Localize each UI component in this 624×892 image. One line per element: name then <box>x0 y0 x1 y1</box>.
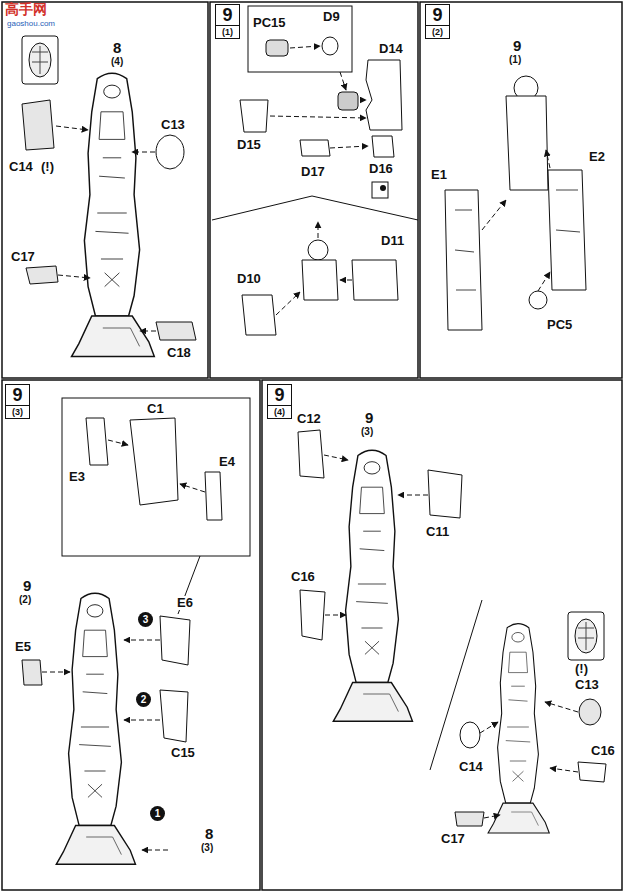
callout-number: (4) <box>110 56 124 67</box>
part-label: (!) <box>40 160 55 174</box>
part-label: PC5 <box>546 318 573 332</box>
part-label: (!) <box>574 662 589 676</box>
part-label: C13 <box>574 678 600 692</box>
callout-number: (1) <box>508 54 522 65</box>
watermark: gaoshou.com <box>6 20 56 29</box>
step-number-box: 9(2) <box>425 4 450 39</box>
part-label: C17 <box>440 832 466 846</box>
callout-number: 9 <box>22 578 32 595</box>
part-label: C15 <box>170 746 196 760</box>
sub-step-number: (3) <box>6 405 29 418</box>
part-label: C14 <box>458 760 484 774</box>
part-label: D15 <box>236 138 262 152</box>
step-number-box: 9(4) <box>267 384 292 419</box>
step-number-box: 9(1) <box>215 4 240 39</box>
step-number: 9 <box>268 385 291 405</box>
order-number: 1 <box>150 806 165 821</box>
sub-step-number: (4) <box>268 405 291 418</box>
part-label: C14 <box>8 160 34 174</box>
sub-step-number: (2) <box>426 25 449 38</box>
part-label: D16 <box>368 162 394 176</box>
part-label: C18 <box>166 346 192 360</box>
order-number: 2 <box>136 692 151 707</box>
part-label: D10 <box>236 272 262 286</box>
step-number-box: 9(3) <box>5 384 30 419</box>
step-number: 9 <box>426 5 449 25</box>
part-label: C17 <box>10 250 36 264</box>
part-label: C11 <box>425 525 450 539</box>
part-label: E3 <box>68 470 86 484</box>
part-label: E4 <box>218 455 236 469</box>
callout-number: (2) <box>18 594 32 605</box>
order-number: 3 <box>138 612 153 627</box>
callout-number: 8 <box>112 40 122 57</box>
part-label: E1 <box>430 168 448 182</box>
part-label: PC15 <box>252 16 287 30</box>
part-label: C16 <box>290 570 316 584</box>
part-label: E6 <box>176 596 194 610</box>
part-label: D17 <box>300 165 326 179</box>
part-label: C13 <box>160 118 186 132</box>
callout-number: (3) <box>360 426 374 437</box>
step-number: 9 <box>216 5 239 25</box>
part-label: E2 <box>588 150 606 164</box>
part-label: D9 <box>322 10 341 24</box>
watermark: 高手网 <box>4 2 48 17</box>
part-label: D11 <box>380 234 405 248</box>
part-label: C1 <box>146 402 165 416</box>
callout-number: 9 <box>364 410 374 427</box>
callout-number: (3) <box>200 842 214 853</box>
callout-number: 9 <box>512 38 522 55</box>
sub-step-number: (1) <box>216 25 239 38</box>
callout-number: 8 <box>204 826 214 843</box>
part-label: C12 <box>296 412 322 426</box>
part-label: C16 <box>590 744 616 758</box>
part-label: D14 <box>378 42 404 56</box>
part-label: E5 <box>14 640 32 654</box>
step-number: 9 <box>6 385 29 405</box>
